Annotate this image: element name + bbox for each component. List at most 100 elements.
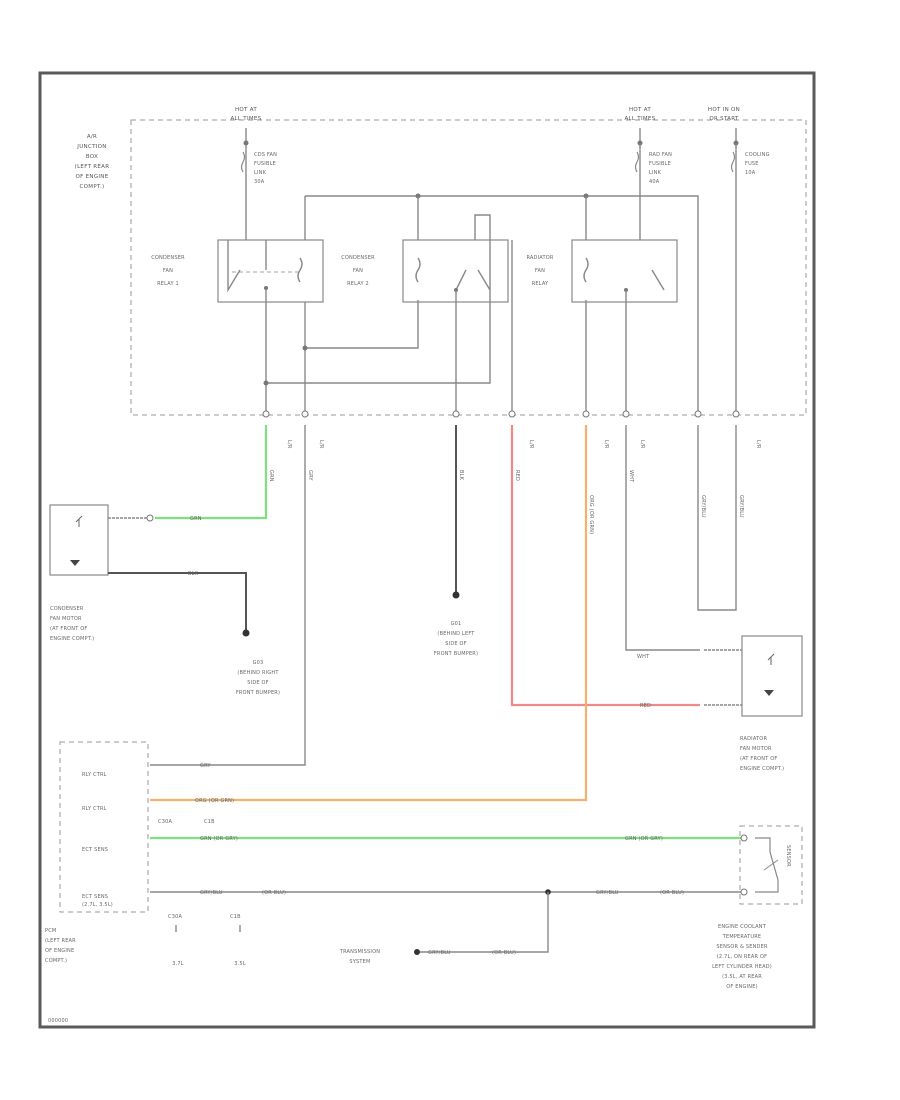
engine-37l: 3.7L [172, 961, 184, 967]
svg-text:(AT FRONT OF: (AT FRONT OF [50, 626, 88, 632]
condenser-motor-power-wire [155, 425, 268, 520]
condenser-fan-motor [49, 504, 148, 576]
radiator-motor-ground-wire [625, 425, 700, 651]
svg-text:L/R: L/R [286, 440, 292, 449]
radiator-fan-relay [571, 239, 678, 303]
fuse-node-1 [243, 140, 249, 146]
svg-text:ENGINE COOLANT: ENGINE COOLANT [718, 924, 767, 930]
relay-coil-bus [305, 195, 699, 412]
relay-interconnect [266, 214, 491, 384]
fusible-link-2 [634, 151, 640, 173]
svg-text:CDS FAN: CDS FAN [254, 152, 277, 158]
svg-text:30A: 30A [254, 179, 265, 185]
svg-text:SYSTEM: SYSTEM [349, 959, 370, 965]
relay-3-label: RADIATOR FAN RELAY [526, 255, 553, 287]
fuse-node-3 [733, 140, 739, 146]
svg-text:L/R: L/R [528, 440, 534, 449]
relay-1-label: CONDENSER FAN RELAY 1 [151, 255, 185, 287]
svg-text:FRONT BUMPER): FRONT BUMPER) [236, 690, 280, 696]
svg-text:HOT IN ON: HOT IN ON [708, 107, 740, 113]
svg-text:COMPT.): COMPT.) [45, 958, 67, 964]
svg-text:CONDENSER: CONDENSER [151, 255, 185, 261]
svg-text:RLY CTRL: RLY CTRL [82, 806, 107, 812]
engine-35l: 3.5L [234, 961, 246, 967]
pcm-relay-ctrl-wire-2 [150, 425, 588, 802]
svg-text:ECT SENS: ECT SENS [82, 847, 108, 853]
svg-text:OF ENGINE: OF ENGINE [45, 948, 74, 954]
svg-text:RELAY 2: RELAY 2 [347, 281, 369, 287]
fuse-label-2: RAD FAN FUSIBLE LINK 40A [649, 152, 672, 185]
condenser-motor-label: CONDENSER FAN MOTOR (AT FRONT OF ENGINE … [50, 606, 94, 642]
power-source-1: HOT AT ALL TIMES [230, 107, 261, 122]
wire-label-grn-horiz: GRN [190, 516, 202, 522]
svg-text:ECT SENS: ECT SENS [82, 894, 108, 900]
wire-label-red-v: RED [514, 470, 520, 481]
wire-label-gb-r: GRY/BLU [596, 890, 619, 896]
pcm-connector-b2: C1B [230, 914, 241, 920]
wire-label-ect-r: GRN (OR GRY) [625, 836, 663, 842]
fuse-symbol-3 [730, 151, 736, 173]
svg-text:FUSIBLE: FUSIBLE [254, 161, 276, 167]
pcm-label: PCM (LEFT REAR OF ENGINE COMPT.) [45, 928, 76, 964]
svg-text:(BEHIND RIGHT: (BEHIND RIGHT [237, 670, 279, 676]
svg-text:RADIATOR: RADIATOR [526, 255, 553, 261]
wire-label-org-h: ORG (OR GRN) [195, 798, 234, 804]
condenser-motor-ground-wire [108, 572, 247, 632]
svg-text:HOT AT: HOT AT [235, 107, 257, 113]
svg-text:(BEHIND LEFT: (BEHIND LEFT [437, 631, 475, 637]
wire-label-blk-1: BLK [188, 571, 199, 577]
fuse-node-2 [637, 140, 643, 146]
svg-text:FRONT BUMPER): FRONT BUMPER) [434, 651, 478, 657]
svg-text:10A: 10A [745, 170, 756, 176]
ground-g01 [452, 591, 460, 599]
svg-text:(LEFT REAR: (LEFT REAR [45, 938, 76, 944]
diagram-frame [38, 71, 816, 1029]
svg-text:TRANSMISSION: TRANSMISSION [339, 949, 380, 955]
ect-sensor: SENSOR [739, 825, 803, 905]
svg-text:ENGINE COMPT.): ENGINE COMPT.) [740, 766, 784, 772]
wire-label-gb-l2: (OR BLU) [262, 890, 286, 896]
wire-label-org-v: ORG (OR GRN) [588, 495, 594, 534]
svg-text:G03: G03 [253, 660, 264, 666]
footer-code: 000000 [48, 1018, 68, 1024]
wire-label-gb-l: GRY/BLU [200, 890, 223, 896]
power-source-2: HOT AT ALL TIMES [624, 107, 655, 122]
svg-text:OF ENGINE: OF ENGINE [75, 174, 108, 180]
wire-label-wht-v: WHT [628, 470, 634, 483]
wire-label-red-h: RED [640, 703, 651, 709]
wire-label-grn-vert: GRN [268, 470, 274, 482]
pcm-relay-ctrl-wire-1 [150, 425, 306, 766]
pcm-connector-b: C1B [204, 819, 215, 825]
svg-text:ALL TIMES: ALL TIMES [624, 116, 655, 122]
svg-text:HOT AT: HOT AT [629, 107, 651, 113]
coil-node [302, 345, 308, 351]
svg-text:(2.7L, ON REAR OF: (2.7L, ON REAR OF [717, 954, 767, 960]
pcm-pin-labels: RLY CTRL RLY CTRL ECT SENS ECT SENS (2.7… [82, 772, 113, 908]
svg-text:FAN MOTOR: FAN MOTOR [740, 746, 772, 752]
ground-g01-label: G01 (BEHIND LEFT SIDE OF FRONT BUMPER) [434, 621, 478, 657]
transmission-connector [414, 949, 420, 955]
wire-label-gry: GRY [307, 470, 313, 481]
svg-text:L/R: L/R [603, 440, 609, 449]
svg-text:OF ENGINE): OF ENGINE) [726, 984, 758, 990]
motor-pin-1 [146, 514, 154, 522]
wire-label-gb-r2: (OR BLU) [660, 890, 684, 896]
svg-text:RAD FAN: RAD FAN [649, 152, 672, 158]
svg-text:(AT FRONT OF: (AT FRONT OF [740, 756, 778, 762]
svg-text:PCM: PCM [45, 928, 56, 934]
wire-label-wht-h: WHT [637, 654, 650, 660]
svg-text:CONDENSER: CONDENSER [341, 255, 375, 261]
svg-text:SENSOR: SENSOR [785, 845, 791, 867]
svg-text:FUSIBLE: FUSIBLE [649, 161, 671, 167]
svg-text:FAN MOTOR: FAN MOTOR [50, 616, 82, 622]
fuse-label-1: CDS FAN FUSIBLE LINK 30A [254, 152, 277, 185]
junction-box-connectors [262, 410, 740, 418]
svg-text:FAN: FAN [353, 268, 363, 274]
svg-text:SIDE OF: SIDE OF [445, 641, 466, 647]
wire-label-ect-l: GRN (OR GRY) [200, 836, 238, 842]
svg-text:(2.7L, 3.5L): (2.7L, 3.5L) [82, 902, 113, 908]
svg-text:LINK: LINK [649, 170, 662, 176]
svg-text:RELAY: RELAY [532, 281, 549, 287]
svg-text:L/R: L/R [318, 440, 324, 449]
junction-node [263, 380, 269, 386]
